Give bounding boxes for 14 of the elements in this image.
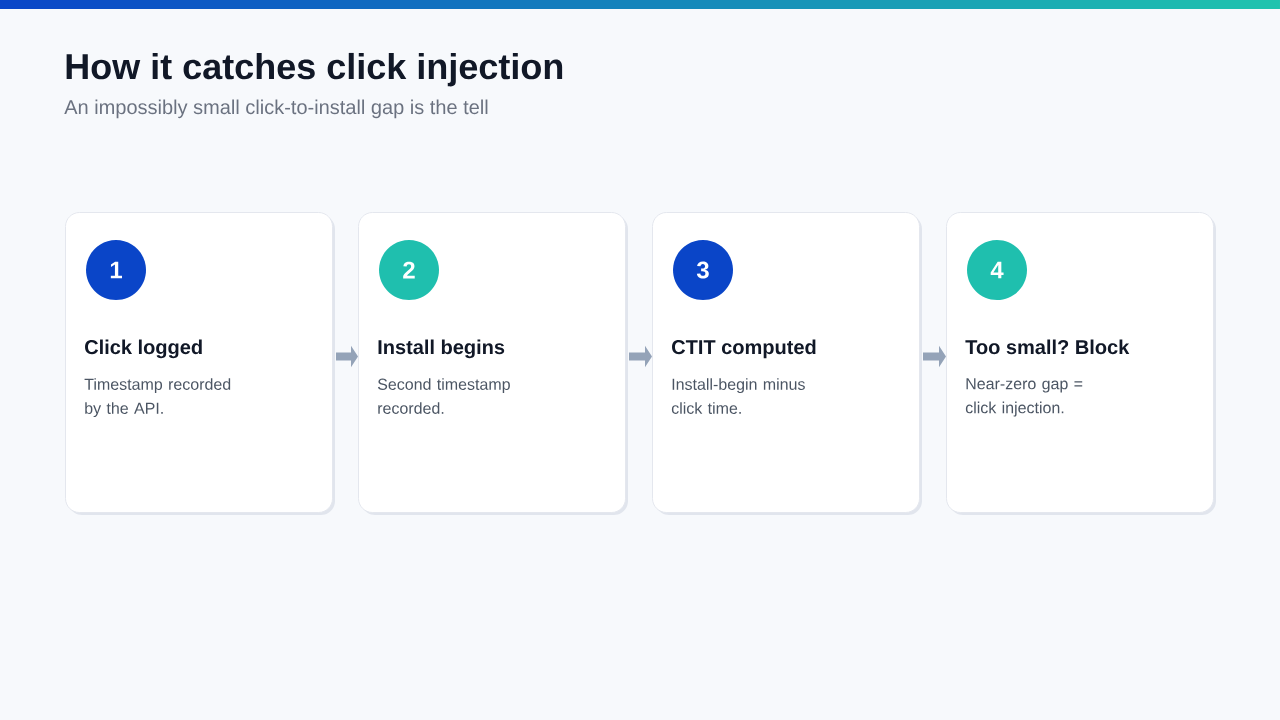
card bbox=[65, 212, 335, 515]
card-text: Timestamp recorded by the API. bbox=[84, 378, 231, 418]
card bbox=[358, 212, 628, 515]
card-text: Install-begin minus click time. bbox=[671, 378, 805, 414]
card-text: Second timestamp recorded. bbox=[377, 378, 510, 414]
subtitle: An impossibly small click-to-install gap is the tell bbox=[64, 99, 488, 119]
card-text: Near-zero gap = click injection. bbox=[965, 378, 1083, 417]
card bbox=[652, 212, 922, 515]
card-heading: CTIT computed bbox=[672, 339, 816, 359]
title: How it catches click injection bbox=[66, 52, 563, 87]
card-heading: Install begins bbox=[378, 339, 505, 359]
card-heading: Click logged bbox=[85, 339, 202, 359]
card-heading: Too small? Block bbox=[965, 339, 1130, 355]
card bbox=[946, 212, 1216, 515]
